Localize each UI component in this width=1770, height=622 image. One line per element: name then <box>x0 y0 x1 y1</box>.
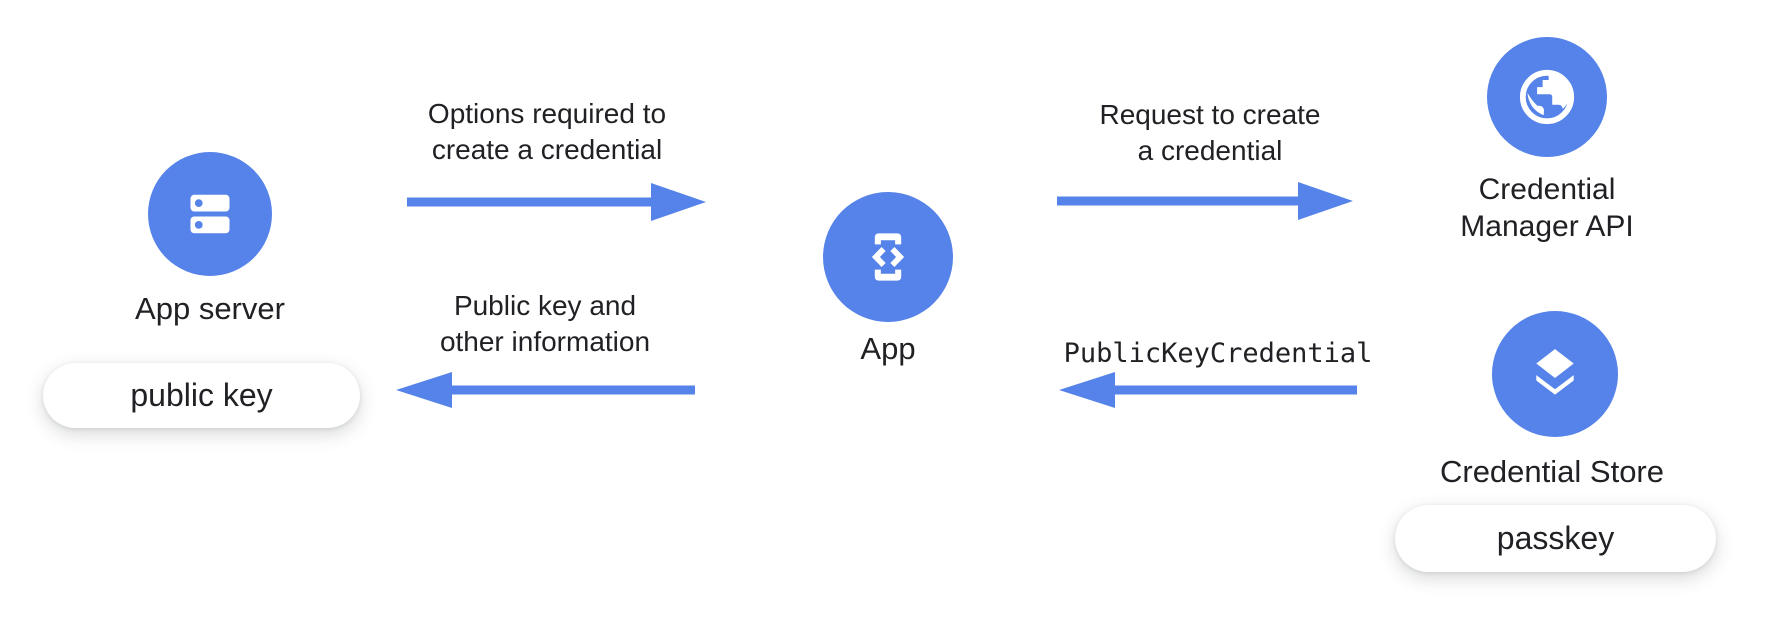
app-node <box>823 192 953 322</box>
credential-manager-api-label: Credential Manager API <box>1460 173 1634 243</box>
arrow-options-to-app <box>407 183 706 221</box>
arrow-label-public-key: Public key and other information <box>439 290 651 357</box>
arrow-label-publickeycredential: PublicKeyCredential <box>1063 338 1373 369</box>
layers-icon <box>1521 340 1589 408</box>
arrow-label-options: Options required to create a credential <box>427 98 667 165</box>
arrow-publickeycredential-return <box>1059 372 1357 408</box>
passkey-badge-text: passkey <box>1496 520 1615 556</box>
public-key-badge-text: public key <box>130 377 273 413</box>
public-key-badge: public key <box>43 363 360 428</box>
app-server-node <box>148 152 272 276</box>
passkey-badge: passkey <box>1395 505 1716 572</box>
app-server-label: App server <box>135 291 285 326</box>
arrow-public-key-return <box>396 372 695 408</box>
server-icon <box>180 184 240 244</box>
credential-store-node <box>1492 311 1618 437</box>
credential-store-label: Credential Store <box>1439 454 1664 489</box>
app-label: App <box>860 331 916 366</box>
credential-manager-api-node <box>1487 37 1607 157</box>
arrow-label-request-create: Request to create a credential <box>1099 99 1321 166</box>
globe-icon <box>1514 64 1580 130</box>
phone-code-icon <box>855 224 921 290</box>
arrow-request-create <box>1057 182 1353 220</box>
